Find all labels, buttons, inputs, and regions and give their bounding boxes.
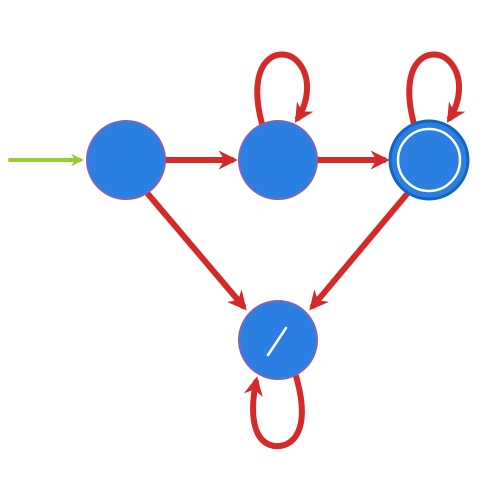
transition-q0-q3 [145,191,247,311]
state-q2 [388,119,470,201]
self-loop-q1 [254,51,314,127]
state-q2-accepting [388,119,470,201]
self-loop-q2 [406,51,466,127]
state-q1 [238,120,318,200]
accept-ring [396,127,462,193]
dead-state-slash-icon [266,326,288,357]
self-loop-q3 [243,373,305,450]
state-q0 [86,120,166,200]
state-q3-dead [238,300,318,380]
transition-q2-q3 [309,191,410,311]
